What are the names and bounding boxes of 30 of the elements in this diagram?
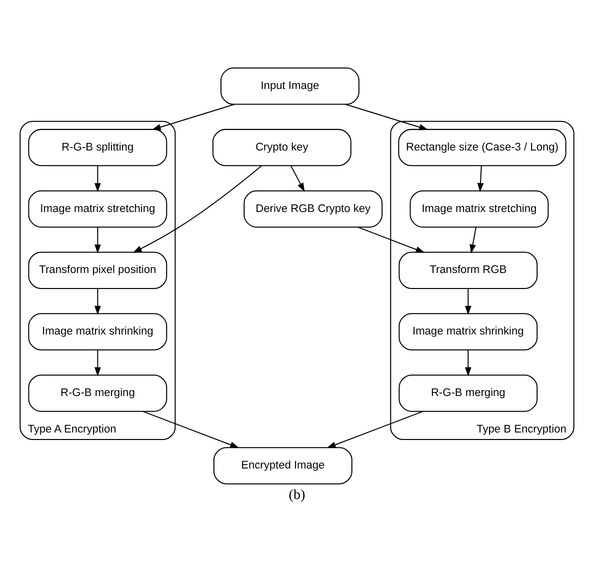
arrow [345,104,428,130]
node-box: Image matrix shrinking [398,313,538,350]
arrow [152,104,234,130]
arrow [477,166,484,192]
arrow [358,226,425,253]
node-box: R-G-B splitting [28,128,168,166]
arrow [142,410,240,448]
node-box: Transform RGB [398,252,538,289]
node-box: Transform pixel position [28,252,168,289]
arrow [94,227,101,254]
arrow [132,166,262,253]
node-box: Crypto key [212,128,352,166]
arrow [470,227,477,254]
arrow [94,350,101,376]
node-box: Derive RGB Crypto key [244,190,383,228]
node-box: Encrypted Image [213,447,352,484]
node-box: Image matrix stretching [28,190,168,228]
node-box: R-G-B merging [28,374,168,412]
arrow [290,166,305,192]
arrow [94,166,101,192]
arrow [94,288,101,315]
node-box: Image matrix stretching [410,190,549,228]
arrow [326,410,424,448]
node-box: Rectangle size (Case-3 / Long) [398,128,566,166]
node-box: Image matrix shrinking [28,313,168,350]
arrow [464,350,472,376]
node-box: R-G-B merging [398,374,538,412]
node-box: Input Image [220,68,360,105]
arrow [464,288,472,315]
caption: (b) [288,487,306,504]
